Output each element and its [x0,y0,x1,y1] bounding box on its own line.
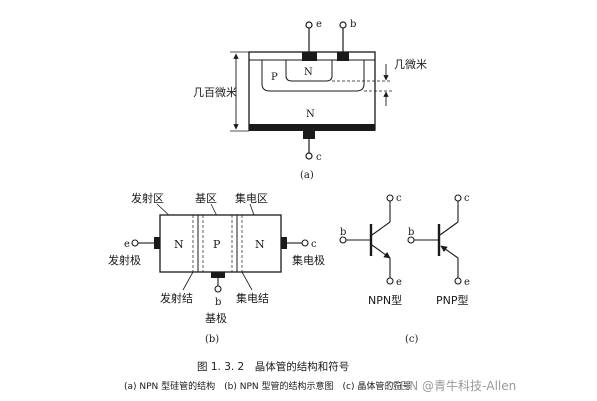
base-electrode-label: 基极 [205,311,227,325]
diagram-a: e b P N N c 几百微米 几微米 [193,19,427,181]
diagram-b-label: (b) [205,334,219,345]
watermark: CSDN @青牛科技-Allen [384,378,516,393]
collector-electrode-label: 集电极 [292,253,325,267]
collector-metal [249,124,375,131]
diagram-c-label: (c) [405,334,419,345]
base-region-label: 基区 [195,192,217,205]
base-electrode [211,272,225,278]
collector-contact [303,131,315,139]
right-n-label: N [255,238,265,251]
npn-emitter-arrow [371,244,391,259]
npn-b-label: b [340,227,346,238]
npn-e-label: e [396,277,402,288]
dimension-right-label: 几微米 [394,57,427,71]
middle-p-label: P [213,238,221,251]
n-emitter-label: N [304,67,313,78]
pnp-e-label: e [464,277,470,288]
collector-electrode [281,237,287,249]
collector-terminal-circle [305,152,313,160]
emitter-contact [302,52,317,61]
base-contact [337,52,349,61]
emitter-terminal-circle-b [131,239,139,247]
n-collector-label: N [306,109,315,120]
npn-symbol: c b e NPN型 [339,193,402,307]
base-terminal-circle [339,21,347,29]
collector-junction-label: 集电结 [236,291,269,305]
base-terminal-label-b: b [215,297,221,308]
npn-caption: NPN型 [368,293,402,307]
pnp-caption: PNP型 [436,293,469,307]
figure-title: 图 1. 3. 2 晶体管的结构和符号 [197,360,349,373]
base-terminal-label: b [350,19,356,30]
collector-terminal-circle-b [301,239,309,247]
pnp-symbol: c b e PNP型 [407,193,470,307]
figure-subtitle: (a) NPN 型硅管的结构 (b) NPN 型管的结构示意图 (c) 晶体管的… [124,380,411,392]
base-terminal-circle-b [214,285,222,293]
p-region-label: P [271,72,278,83]
emitter-terminal-label-b: e [124,239,130,250]
emitter-electrode [154,237,160,249]
emitter-region-label: 发射区 [131,191,164,205]
emitter-junction-label: 发射结 [160,291,193,305]
p-region-boundary [261,60,365,92]
emitter-electrode-label: 发射极 [108,253,141,267]
left-n-label: N [174,238,184,251]
pnp-emitter-arrow [440,245,459,259]
diagram-b: 发射区 基区 集电区 N P N e 发射极 c 集电极 b 基极 [108,191,325,345]
n-emitter-boundary [285,60,333,82]
diagram-a-label: (a) [300,170,314,181]
diagram-c: c b e NPN型 c b e PNP型 [339,193,470,345]
pnp-c-label: c [464,193,470,204]
npn-c-label: c [396,193,402,204]
collector-terminal-label: c [316,152,322,163]
pnp-b-label: b [408,227,414,238]
emitter-terminal-label: e [316,19,322,30]
emitter-terminal-circle [305,21,313,29]
collector-region-label: 集电区 [235,191,268,205]
collector-terminal-label-b: c [311,239,317,250]
dimension-left-label: 几百微米 [193,85,237,99]
